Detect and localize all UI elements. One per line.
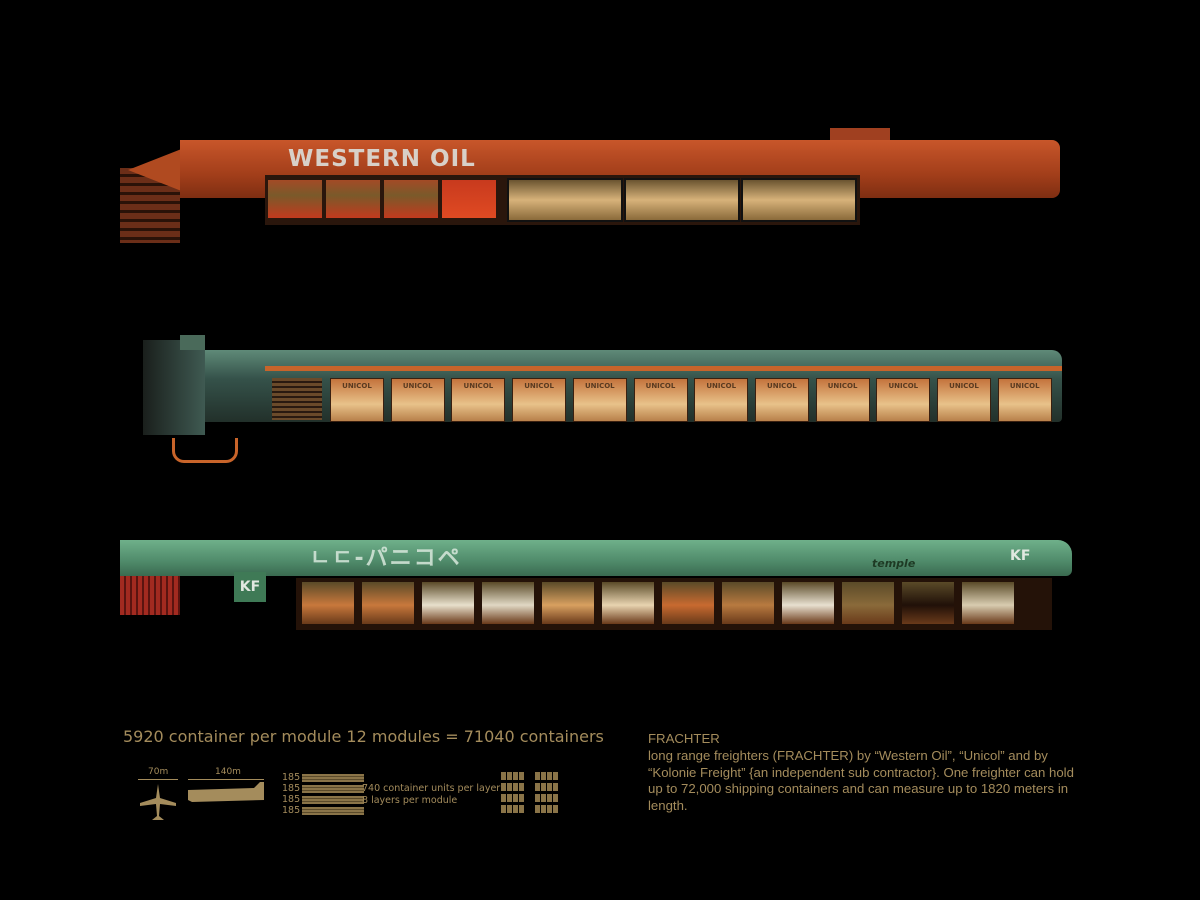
layer-stack: 185 185 185 185	[282, 772, 365, 816]
unicol-container: UNICOL	[815, 378, 870, 422]
cargo-bay	[422, 582, 474, 624]
layer-bar	[302, 784, 365, 793]
description-title: FRACHTER	[648, 731, 720, 746]
unicol-container: UNICOL	[997, 378, 1052, 422]
cargo-bay	[662, 582, 714, 624]
unicol-container: UNICOL	[330, 378, 384, 422]
hull-stripe	[265, 366, 1062, 371]
container-grid-cell	[535, 794, 559, 802]
grille	[272, 378, 322, 420]
airplane-icon	[140, 784, 176, 820]
ship-hull	[120, 540, 1072, 576]
engine-block	[143, 340, 205, 435]
container-summary: 5920 container per module 12 modules = 7…	[123, 727, 604, 746]
layers-per-module: 8 layers per module	[362, 795, 458, 806]
container-grid-cell	[535, 772, 559, 780]
cargo-bay	[362, 582, 414, 624]
unicol-container: UNICOL	[512, 378, 567, 422]
unicol-container: UNICOL	[633, 378, 688, 422]
container-grid-cell	[501, 794, 525, 802]
unicol-container: UNICOL	[390, 378, 445, 422]
cargo-window	[624, 178, 740, 222]
units-per-layer: 740 container units per layer	[362, 783, 501, 794]
layer-count: 185	[282, 794, 301, 805]
cargo-bay	[842, 582, 894, 624]
layer-bar	[302, 795, 365, 804]
layer-count: 185	[282, 783, 301, 794]
container-grid-cell	[535, 805, 559, 813]
cargo-window	[741, 178, 857, 222]
ship-silhouette-icon	[188, 782, 264, 802]
kf-badge: KF	[234, 572, 266, 602]
unicol-container: UNICOL	[937, 378, 991, 422]
cargo-bay	[722, 582, 774, 624]
layer-count: 185	[282, 805, 301, 816]
layer-count: 185	[282, 772, 301, 783]
ship-nose	[128, 148, 184, 192]
unicol-container: UNICOL	[572, 378, 627, 422]
ship-length-label: 140m	[215, 767, 241, 777]
hull-label: WESTERN OIL	[288, 146, 476, 172]
cargo-slot	[442, 180, 496, 218]
scale-line	[188, 779, 264, 780]
bridge-block	[180, 335, 205, 350]
layer-bar	[302, 806, 365, 815]
cargo-bay	[962, 582, 1014, 624]
temple-logo: temple	[872, 557, 916, 570]
cargo-window	[507, 178, 623, 222]
cargo-bay	[482, 582, 534, 624]
cargo-slot	[326, 180, 380, 218]
plane-length-label: 70m	[148, 767, 169, 777]
cargo-slot	[268, 180, 322, 218]
cargo-bay	[542, 582, 594, 624]
cargo-bay	[902, 582, 954, 624]
cargo-bay	[302, 582, 354, 624]
description: FRACHTER long range freighters (FRACHTER…	[648, 731, 1088, 815]
container-grid-cell	[501, 772, 525, 780]
hull-label: ㄴㄷ-パニコペ	[310, 546, 462, 571]
unicol-container: UNICOL	[754, 378, 809, 422]
scale-line	[138, 779, 178, 780]
unicol-container: UNICOL	[876, 378, 931, 422]
cargo-bay	[782, 582, 834, 624]
cargo-bay	[602, 582, 654, 624]
ship-fin	[172, 438, 238, 463]
container-grid-cell	[535, 783, 559, 791]
container-grid-cell	[501, 783, 525, 791]
bridge-tower	[830, 128, 890, 142]
container-grid-cell	[501, 805, 525, 813]
cargo-slot	[384, 180, 438, 218]
kf-badge: KF	[1010, 548, 1031, 564]
description-body: long range freighters (FRACHTER) by “Wes…	[648, 747, 1074, 814]
layer-bar	[302, 773, 365, 782]
unicol-container: UNICOL	[451, 378, 506, 422]
unicol-container: UNICOL	[694, 378, 749, 422]
